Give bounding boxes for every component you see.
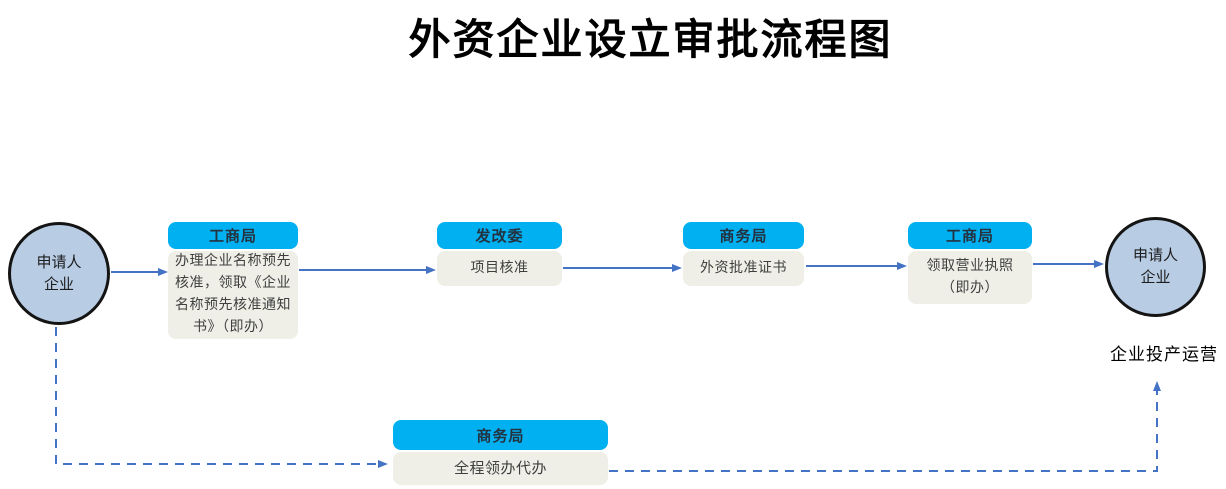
step-3-action-body: 外资批准证书: [683, 251, 804, 286]
step-5-action-body: 全程领办代办: [393, 452, 608, 485]
start-terminal-label-line2: 企业: [43, 276, 74, 293]
step-3-foreign-investment-certificate: 商务局 外资批准证书: [683, 222, 804, 286]
end-terminal-applicant-enterprise: 申请人 企业: [1105, 217, 1206, 317]
diagram-title: 外资企业设立审批流程图: [408, 18, 893, 64]
step-2-agency-header: 发改委: [437, 222, 562, 249]
step-4-action-body: 领取营业执照（即办）: [908, 251, 1032, 304]
step-4-agency-header: 工商局: [908, 222, 1032, 249]
outcome-label: 企业投产运营: [1110, 345, 1218, 364]
end-terminal-label-line2: 企业: [1140, 270, 1171, 286]
end-terminal-label-line1: 申请人: [1132, 248, 1178, 264]
dashed-arrow-start-to-agent-step: [55, 327, 388, 468]
step-5-full-agent-service: 商务局 全程领办代办: [393, 420, 608, 485]
step-1-action-body: 办理企业名称预先核准，领取《企业名称预先核准通知书》（即办）: [168, 251, 298, 339]
step-3-agency-header: 商务局: [683, 222, 804, 249]
step-2-project-approval: 发改委 项目核准: [437, 222, 562, 286]
step-4-business-license: 工商局 领取营业执照（即办）: [908, 222, 1032, 304]
step-5-agency-header: 商务局: [393, 420, 608, 450]
step-1-agency-header: 工商局: [168, 222, 298, 249]
start-terminal-applicant-enterprise: 申请人 企业: [8, 222, 110, 325]
step-2-action-body: 项目核准: [437, 251, 562, 286]
start-terminal-label-line1: 申请人: [36, 254, 82, 271]
step-1-name-preapproval: 工商局 办理企业名称预先核准，领取《企业名称预先核准通知书》（即办）: [168, 222, 298, 339]
dashed-arrow-agent-step-to-outcome: [609, 381, 1161, 472]
